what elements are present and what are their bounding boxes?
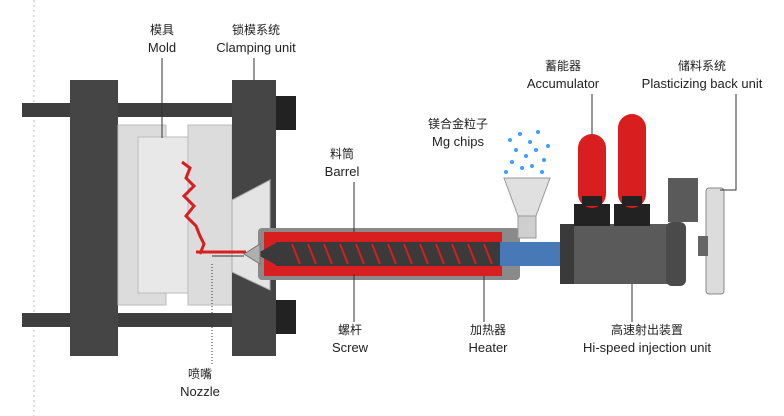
label-injection-unit-zh: 高速射出装置 (610, 323, 683, 337)
label-mold-en: Mold (147, 40, 177, 55)
back-unit-plate (705, 187, 725, 295)
label-mg-chips-zh: 镁合金粒子 (427, 117, 488, 131)
label-clamping-unit-zh: 锁模系统 (231, 23, 280, 37)
label-barrel-zh: 料筒 (329, 147, 354, 161)
back-unit-body (668, 178, 698, 222)
mold-block-center (137, 136, 191, 294)
screw-tip (256, 242, 278, 266)
label-accumulator: 蓄能器 Accumulator (508, 58, 618, 92)
accumulator-right (618, 114, 646, 208)
label-nozzle-zh: 喷嘴 (187, 367, 212, 381)
label-screw: 螺杆 Screw (320, 322, 380, 356)
leader-lines (161, 58, 737, 366)
mg-chips-particles (504, 130, 550, 174)
label-screw-zh: 螺杆 (337, 323, 362, 337)
label-plasticizing-back-unit-zh: 储料系统 (677, 59, 726, 73)
label-injection-unit: 高速射出装置 Hi-speed injection unit (552, 322, 742, 356)
label-plasticizing-back-unit: 储料系统 Plasticizing back unit (620, 58, 784, 92)
accumulator-left (578, 134, 606, 208)
label-heater-zh: 加热器 (469, 323, 506, 337)
label-accumulator-zh: 蓄能器 (544, 59, 581, 73)
mold-cavity-path (181, 160, 206, 255)
feed-zone (500, 242, 560, 266)
tie-bar-nut-top (276, 96, 296, 130)
label-heater-en: Heater (468, 340, 508, 355)
accumulator-cap-right (622, 196, 642, 206)
label-barrel: 料筒 Barrel (312, 146, 372, 180)
label-mg-chips-en: Mg chips (431, 134, 485, 149)
injection-cylinder-back (666, 222, 686, 286)
hopper (503, 177, 551, 217)
label-accumulator-en: Accumulator (526, 76, 600, 91)
label-nozzle: 喷嘴 Nozzle (170, 366, 230, 400)
label-plasticizing-back-unit-en: Plasticizing back unit (641, 76, 763, 91)
nozzle-tip (243, 243, 261, 265)
label-mold-zh: 模具 (149, 23, 174, 37)
label-mold: 模具 Mold (132, 22, 192, 56)
label-mg-chips: 镁合金粒子 Mg chips (408, 116, 508, 150)
label-clamping-unit-en: Clamping unit (216, 40, 296, 55)
accumulator-base-right (614, 204, 650, 226)
screw-flights (291, 243, 493, 265)
accumulator-cap-left (582, 196, 602, 206)
label-nozzle-en: Nozzle (180, 384, 220, 399)
injection-cylinder-front (560, 224, 574, 284)
label-injection-unit-en: Hi-speed injection unit (583, 340, 711, 355)
tie-bar-nut-bottom (276, 300, 296, 334)
label-barrel-en: Barrel (324, 164, 360, 179)
fixed-platen-left (70, 80, 118, 356)
back-unit-hub (698, 236, 708, 256)
accumulator-base-left (574, 204, 610, 226)
mold-block-right (187, 124, 233, 306)
injection-cylinder (560, 224, 680, 284)
label-screw-en: Screw (331, 340, 369, 355)
hopper-neck (517, 215, 537, 239)
label-heater: 加热器 Heater (458, 322, 518, 356)
label-clamping-unit: 锁模系统 Clamping unit (196, 22, 316, 56)
